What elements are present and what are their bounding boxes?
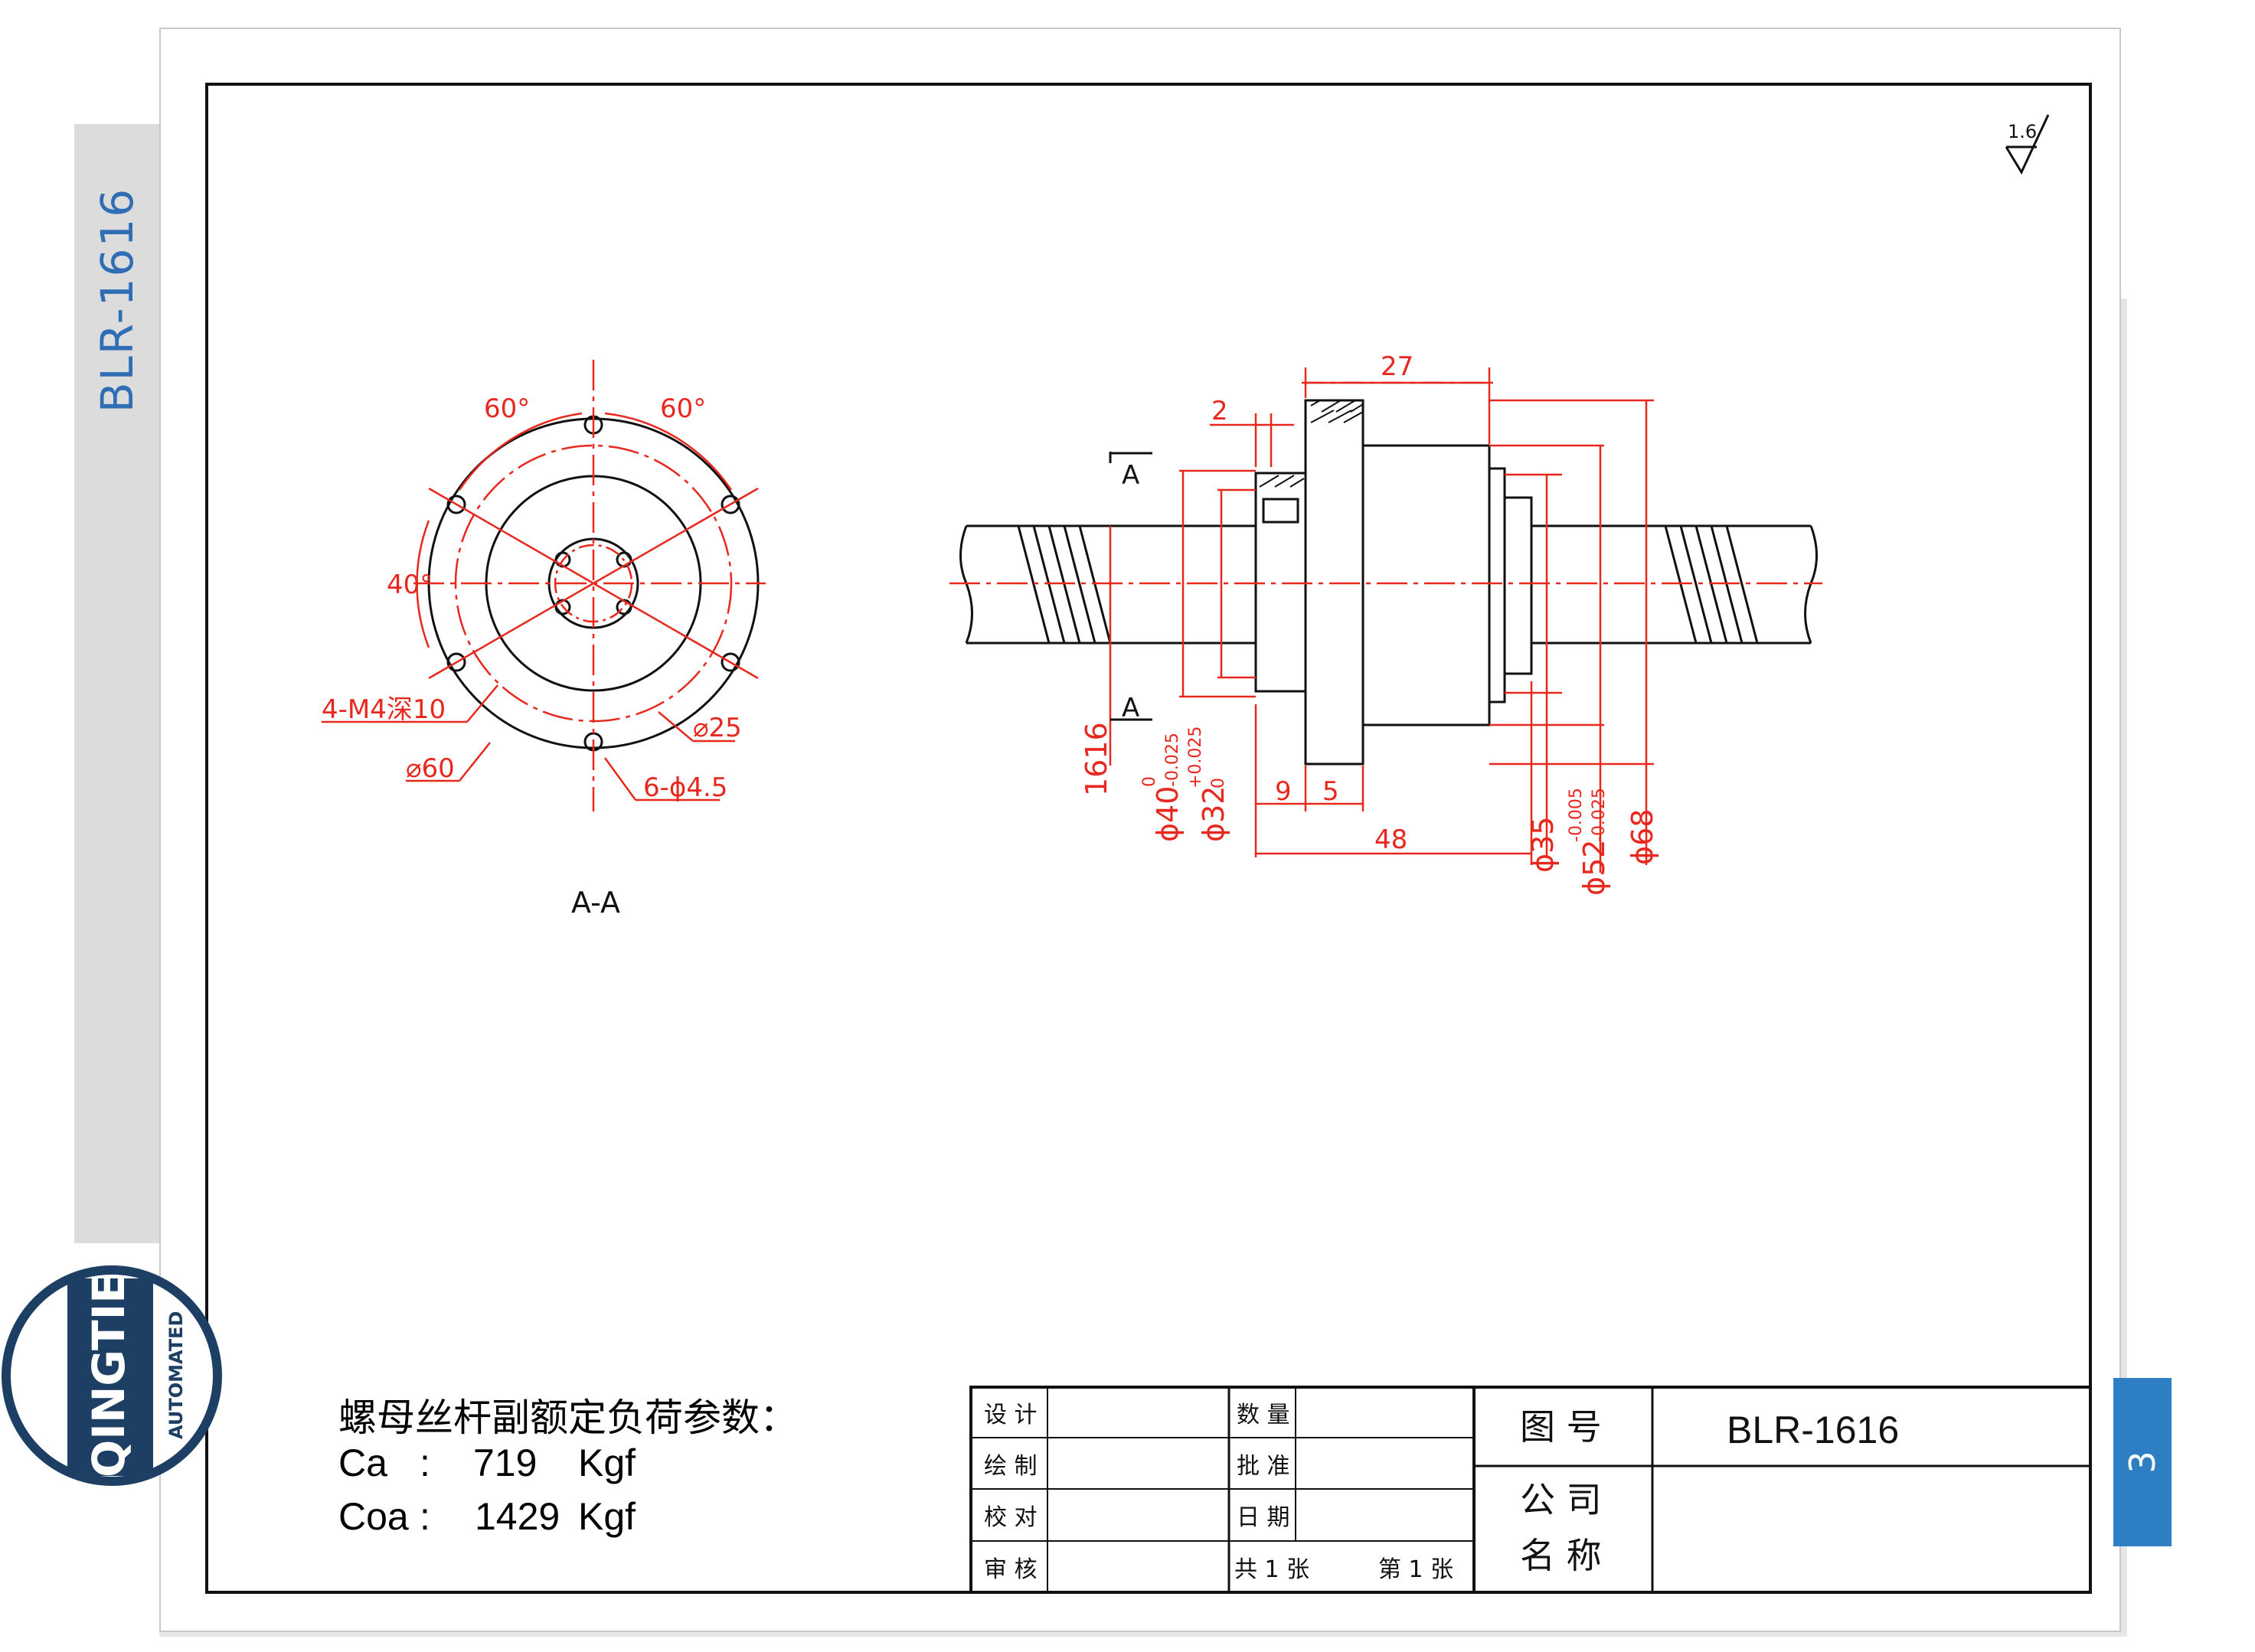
ball-nut xyxy=(1254,399,1533,766)
side-view: A A 27 2 9 5 48 1616 ϕ40 0 -0.025 ϕ32 +0… xyxy=(949,351,1822,896)
tol-up: 0 xyxy=(1140,776,1159,787)
label-qty: 数 量 xyxy=(1237,1402,1290,1428)
page-frame xyxy=(159,28,2121,1632)
bolt-hole xyxy=(721,495,740,514)
label-check: 校 对 xyxy=(984,1504,1038,1531)
section-caption: A-A xyxy=(571,886,620,919)
dim-d32: ϕ32 xyxy=(1197,786,1230,842)
tol-low: -0.025 xyxy=(1163,733,1182,787)
label-sheet-no: 第 1 张 xyxy=(1378,1556,1453,1583)
tol-low: -0.025 xyxy=(1590,788,1609,842)
drawing-number: BLR-1616 xyxy=(1727,1409,1899,1451)
through-hole-label: 6-ϕ4.5 xyxy=(643,772,727,803)
coa-unit: Kgf xyxy=(578,1495,636,1538)
tol-up: +0.025 xyxy=(1186,726,1205,788)
label-audit: 审 核 xyxy=(984,1556,1038,1583)
load-params-title: 螺母丝杆副额定负荷参数： xyxy=(338,1396,798,1439)
angle-label: 60° xyxy=(484,393,530,424)
label-draw: 绘 制 xyxy=(984,1453,1038,1480)
dim-48: 48 xyxy=(1374,824,1407,855)
page-shadow xyxy=(159,1632,2127,1637)
tol-low: 0 xyxy=(1209,778,1228,788)
section-view: 60° 60° 40° 4-M4深10 ⌀60 ⌀25 6-ϕ4.5 A-A xyxy=(322,360,766,919)
bolt-hole xyxy=(446,495,466,514)
roughness-value: 1.6 xyxy=(2008,121,2037,142)
outer-dia-label: ⌀60 xyxy=(406,753,455,784)
coa-colon: : xyxy=(420,1495,430,1538)
page-number-tab[interactable]: 3 xyxy=(2113,1378,2172,1546)
page-shadow xyxy=(2121,299,2127,1632)
dim-27: 27 xyxy=(1381,351,1413,382)
label-company: 公 司 xyxy=(1520,1479,1602,1520)
ca-unit: Kgf xyxy=(578,1441,636,1484)
roughness-symbol: 1.6 xyxy=(2005,114,2050,175)
ca-value: 719 xyxy=(473,1441,538,1484)
dim-d52: ϕ52 xyxy=(1577,840,1611,896)
label-design: 设 计 xyxy=(984,1402,1038,1428)
logo-brand: QINGTIE xyxy=(83,1273,135,1477)
drawing-frame xyxy=(205,83,2092,1594)
tol-up: -0.005 xyxy=(1567,788,1586,842)
ca-label: Ca xyxy=(338,1441,387,1484)
dim-d68: ϕ68 xyxy=(1626,809,1659,865)
angle-label: 60° xyxy=(660,393,706,424)
thread-hole-label: 4-M4深10 xyxy=(322,694,446,725)
dim-2: 2 xyxy=(1211,396,1228,426)
bolt-circle-label: ⌀25 xyxy=(693,713,742,743)
coa-label: Coa xyxy=(338,1495,409,1538)
side-tab xyxy=(74,124,160,1243)
label-date: 日 期 xyxy=(1237,1504,1290,1531)
dim-d40: ϕ40 xyxy=(1151,786,1185,842)
bolt-hole xyxy=(721,652,740,672)
label-approve: 批 准 xyxy=(1237,1453,1290,1480)
bolt-hole xyxy=(446,652,466,672)
coa-value: 1429 xyxy=(475,1495,560,1538)
hatching xyxy=(1259,400,1364,488)
section-mark: A xyxy=(1122,693,1139,723)
label-drawing-no: 图 号 xyxy=(1520,1406,1602,1448)
angle-label: 40° xyxy=(387,570,433,600)
label-total-sheets: 共 1 张 xyxy=(1234,1556,1309,1583)
dim-9: 9 xyxy=(1275,776,1292,807)
logo-sub: AUTOMATED xyxy=(165,1311,187,1439)
section-mark: A xyxy=(1122,460,1139,491)
ca-colon: : xyxy=(420,1441,430,1484)
title-block: 设 计 绘 制 校 对 审 核 数 量 批 准 日 期 共 1 张 第 1 张 … xyxy=(969,1386,2092,1594)
dim-d35: ϕ35 xyxy=(1526,817,1560,873)
label-company: 名 称 xyxy=(1520,1535,1602,1576)
section-marks xyxy=(1109,452,1152,721)
dim-5: 5 xyxy=(1322,776,1339,807)
company-logo: QINGTIE AUTOMATED xyxy=(2,1265,222,1486)
thread-label: 1616 xyxy=(1080,722,1113,796)
